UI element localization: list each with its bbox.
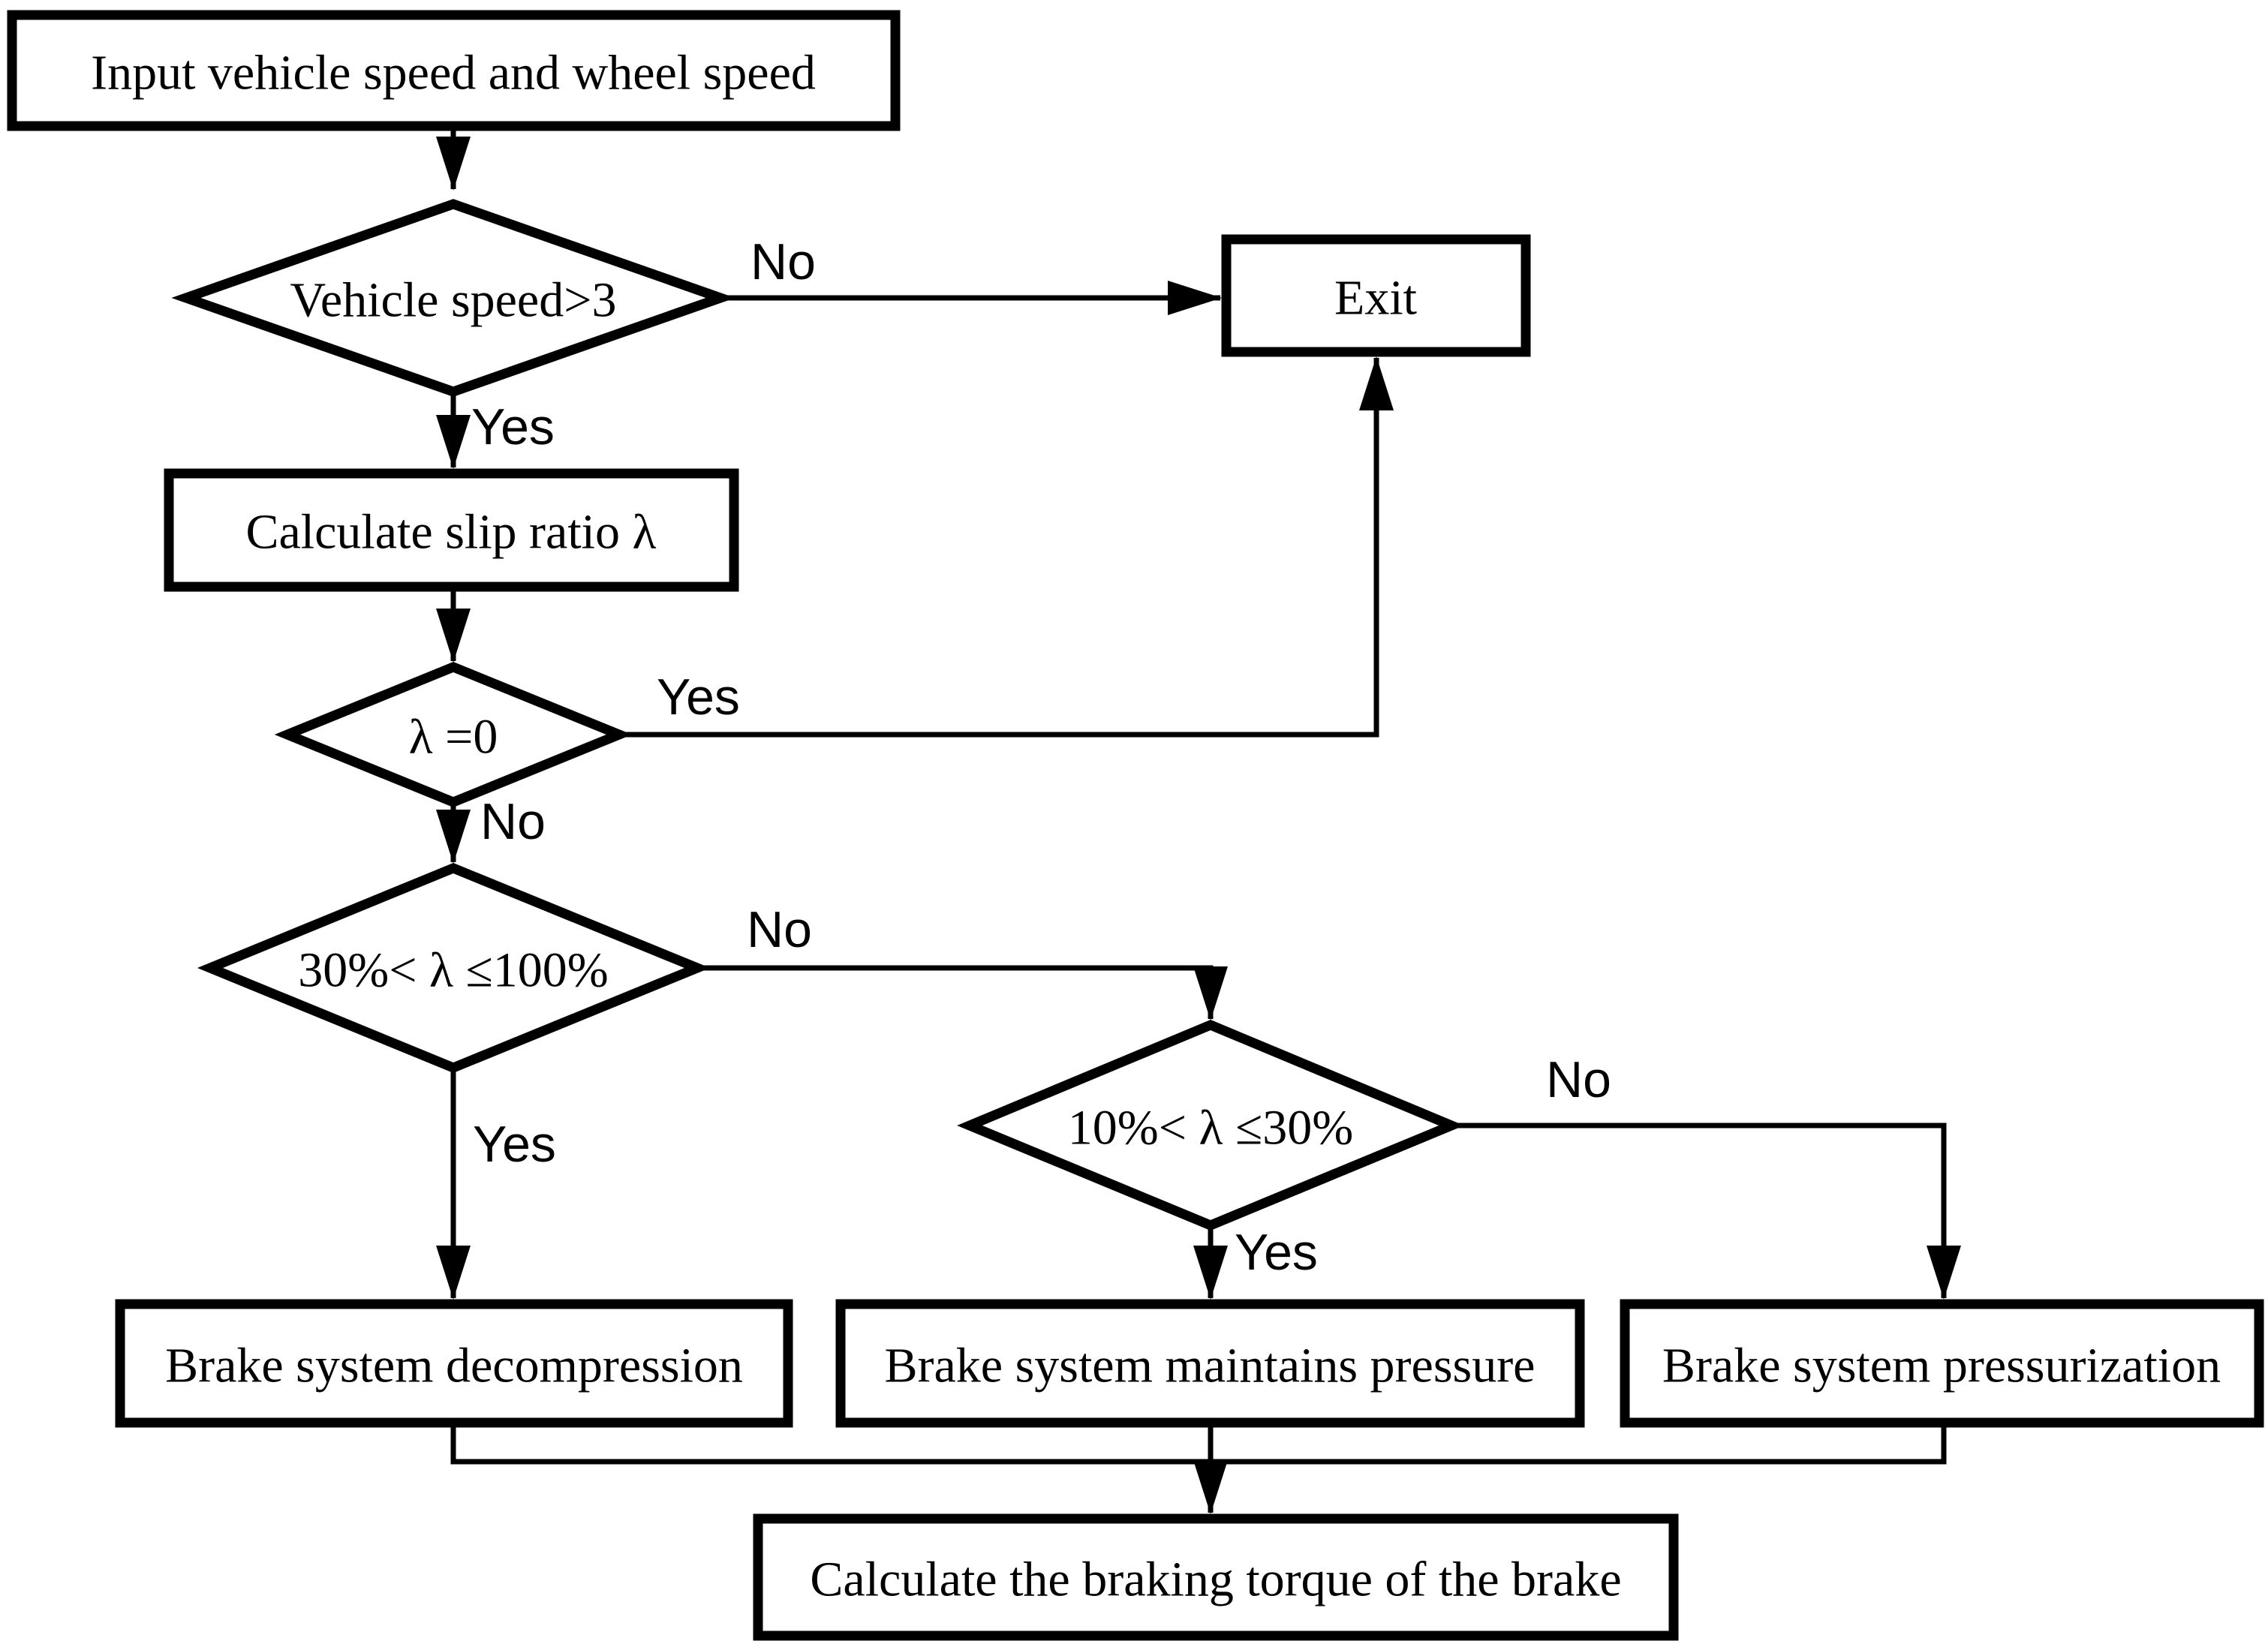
node-lambdazero-diamond	[274, 661, 633, 808]
edge-slip30-no-line	[697, 965, 1228, 1020]
node-calcslip-label: Calculate slip ratio λ	[245, 505, 656, 560]
node-input-box	[7, 10, 901, 131]
node-maintain-label: Brake system maintains pressure	[885, 1339, 1536, 1393]
node-calctorque-box	[753, 1513, 1679, 1641]
node-exit-box	[1221, 234, 1531, 357]
node-input-label: Input vehicle speed and wheel speed	[91, 46, 816, 101]
node-decompression-label: Brake system decompression	[165, 1339, 743, 1393]
node-pressurize-box	[1620, 1299, 2264, 1428]
edge-slip10-yes-label: Yes	[1235, 1224, 1318, 1281]
node-speedcheck-label: Vehicle speed>3	[290, 273, 617, 328]
connector-pressurize-junction	[1211, 1423, 1947, 1465]
node-exit-label: Exit	[1334, 271, 1417, 326]
edge-lambda-no-label: No	[480, 793, 546, 850]
edge-slip30-no-label: No	[747, 901, 812, 958]
edge-lambda-yes-line	[619, 356, 1394, 738]
node-speedcheck-diamond	[171, 199, 735, 397]
edge-slip30-yes-label: Yes	[473, 1116, 556, 1173]
connector-decompression-junction	[450, 1423, 1211, 1465]
node-maintain-box	[835, 1299, 1585, 1428]
edge-slip10-no-label: No	[1546, 1051, 1611, 1108]
node-calcslip-box	[164, 468, 739, 592]
edge-slip10-no-line	[1451, 1123, 1961, 1300]
node-pressurize-label: Brake system pressurization	[1662, 1339, 2221, 1393]
node-slip10-label: 10%< λ ≤30%	[1068, 1101, 1353, 1156]
node-lambdazero-label: λ =0	[409, 710, 498, 765]
edge-lambda-yes-label: Yes	[657, 669, 740, 726]
node-slip10-diamond	[957, 1019, 1464, 1231]
node-decompression-box	[115, 1299, 793, 1428]
node-calctorque-label: Calculate the braking torque of the brak…	[810, 1552, 1621, 1607]
node-slip30-diamond	[197, 862, 711, 1074]
edge-speed-yes-label: Yes	[471, 398, 555, 455]
edge-speed-no-label: No	[750, 233, 816, 290]
node-slip30-label: 30%< λ ≤100%	[298, 943, 608, 998]
